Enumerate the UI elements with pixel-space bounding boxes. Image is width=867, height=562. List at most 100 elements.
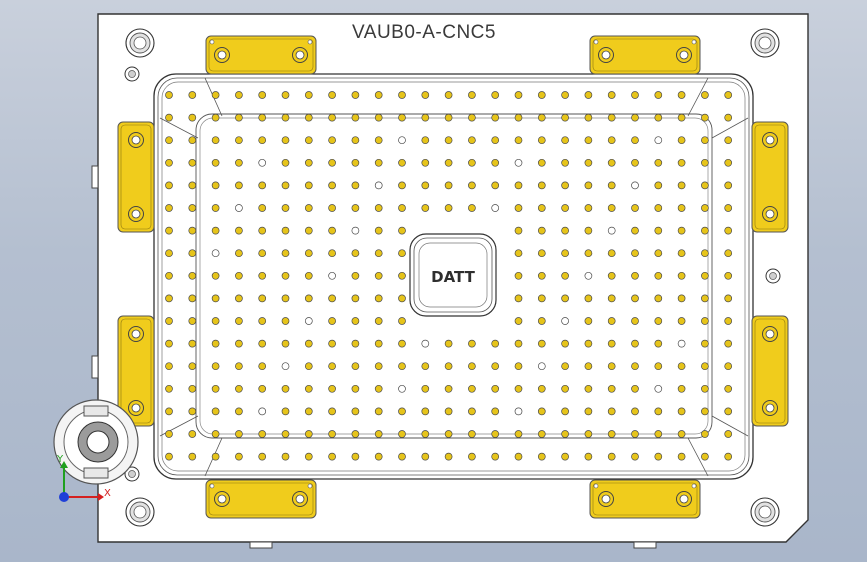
vacuum-hole [724, 430, 733, 438]
vacuum-hole [235, 384, 243, 393]
vacuum-hole [211, 181, 220, 190]
vacuum-hole [188, 362, 197, 371]
vacuum-hole [304, 362, 313, 371]
vacuum-hole [677, 430, 686, 438]
vacuum-hole [211, 271, 220, 280]
vacuum-hole [631, 294, 639, 303]
locating-hole-core [128, 470, 136, 478]
vacuum-hole [514, 362, 523, 371]
vacuum-hole [514, 249, 523, 258]
vacuum-hole [211, 158, 220, 167]
corner-line [711, 117, 749, 139]
vacuum-hole [398, 271, 406, 280]
vacuum-hole [584, 362, 593, 371]
vacuum-hole [631, 158, 639, 167]
vacuum-hole [654, 181, 663, 190]
logo-pad-mid [413, 237, 493, 313]
vacuum-hole [724, 181, 733, 190]
vacuum-hole [631, 271, 639, 280]
vacuum-hole [491, 136, 500, 145]
locating-hole-core [128, 70, 136, 78]
vacuum-hole [607, 136, 616, 145]
vacuum-hole [607, 181, 616, 190]
vacuum-hole [631, 181, 639, 190]
vacuum-hole [258, 181, 267, 190]
clamp-bevel [208, 482, 314, 516]
center-logo-pad[interactable]: DATT [409, 233, 497, 317]
coordinate-triad-icon[interactable]: X Y [56, 454, 111, 502]
vacuum-hole [188, 158, 197, 167]
vacuum-hole [165, 339, 173, 348]
vacuum-hole [235, 91, 243, 99]
clamp-block[interactable] [751, 121, 789, 233]
vacuum-hole [514, 271, 523, 280]
vacuum-hole [561, 204, 569, 212]
vacuum-hole [584, 452, 593, 461]
clamp-block[interactable] [589, 479, 701, 519]
vacuum-hole [398, 430, 406, 438]
bolt-socket [758, 36, 772, 50]
vacuum-hole [374, 113, 383, 122]
clamp-screw-head [131, 135, 141, 145]
vacuum-hole [351, 91, 360, 99]
vacuum-hole [351, 204, 360, 212]
clamp-block[interactable] [205, 479, 317, 519]
clamp-body [205, 35, 317, 75]
vacuum-hole [374, 204, 383, 212]
vacuum-hole [281, 294, 290, 303]
vacuum-hole [165, 181, 173, 190]
vacuum-hole [491, 430, 500, 438]
clamp-body [589, 479, 701, 519]
vacuum-hole [631, 362, 639, 371]
vacuum-hole [677, 384, 686, 393]
clamp-block[interactable] [117, 121, 155, 233]
view-orientation-icon[interactable] [53, 399, 139, 485]
vacuum-hole [211, 317, 220, 325]
vacuum-hole [304, 294, 313, 303]
vacuum-hole [701, 158, 709, 167]
vacuum-hole [561, 113, 569, 122]
vacuum-hole [444, 339, 453, 348]
vacuum-hole [421, 158, 430, 167]
clamp-body [117, 121, 155, 233]
vacuum-hole [281, 339, 290, 348]
clamp-block[interactable] [589, 35, 701, 75]
clamp-block[interactable] [205, 35, 317, 75]
vacuum-hole [398, 339, 406, 348]
clamp-block[interactable] [117, 315, 155, 427]
clamp-pin [209, 483, 215, 489]
clamp-screw-head [217, 494, 227, 504]
vacuum-hole [351, 362, 360, 371]
vacuum-hole [398, 249, 406, 258]
locating-hole [124, 466, 140, 482]
vacuum-hole [351, 452, 360, 461]
vacuum-hole [351, 317, 360, 325]
vacuum-hole [561, 158, 569, 167]
vacuum-hole [724, 317, 733, 325]
vacuum-hole [631, 113, 639, 122]
view-notch-bottom [83, 467, 109, 479]
vacuum-hole [654, 384, 663, 393]
vacuum-hole [304, 271, 313, 280]
clamp-screw-head [765, 209, 775, 219]
clamp-body [205, 479, 317, 519]
vacuum-hole [351, 181, 360, 190]
vacuum-hole [351, 158, 360, 167]
vacuum-hole [211, 452, 220, 461]
vacuum-hole [211, 91, 220, 99]
vacuum-hole-grid [165, 91, 733, 461]
view-notch-top [83, 405, 109, 417]
vacuum-hole [654, 249, 663, 258]
vacuum-hole [677, 136, 686, 145]
vacuum-hole [398, 204, 406, 212]
vacuum-hole [584, 113, 593, 122]
vacuum-hole [561, 249, 569, 258]
clamp-block[interactable] [751, 315, 789, 427]
vacuum-hole [328, 226, 336, 235]
clamp-pin [307, 483, 313, 489]
clamp-screw-head [131, 403, 141, 413]
vacuum-hole [258, 271, 267, 280]
vacuum-hole [328, 136, 336, 145]
